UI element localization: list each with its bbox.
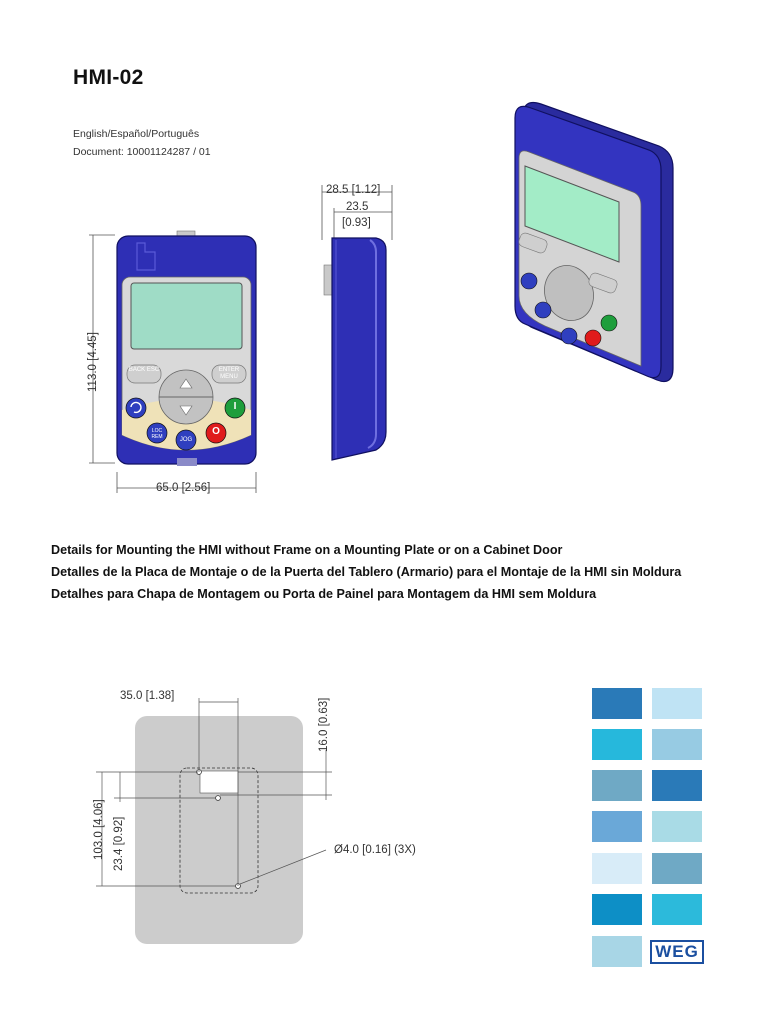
loc-rem-label: LOC REM: [151, 428, 163, 440]
hole-spacing-dimension: 35.0 [1.38]: [120, 690, 175, 702]
enter-menu-key[interactable]: [211, 364, 247, 384]
hmi-front-view: [89, 230, 257, 493]
heading-english: Details for Mounting the HMI without Fra…: [51, 543, 563, 557]
arrow-down-icon[interactable]: [179, 405, 193, 416]
loc-rem-key[interactable]: [146, 422, 168, 444]
document-number: Document: 10001124287 / 01: [73, 146, 211, 158]
hole-vertical-spacing-dimension: 103.0 [4.06]: [93, 799, 105, 860]
hole-diameter-callout: Ø4.0 [0.16] (3X): [334, 844, 416, 856]
color-swatch: [652, 688, 702, 719]
hole-offset-dimension: 23.4 [0.92]: [113, 816, 125, 871]
total-depth-dimension: 28.5 [1.12]: [326, 184, 381, 196]
back-esc-key[interactable]: [126, 364, 162, 384]
heading-portuguese: Detalhes para Chapa de Montagem ou Porta…: [51, 587, 597, 601]
weg-logo: WEG: [650, 936, 704, 967]
jog-label: JOG: [179, 437, 193, 443]
hmi-isometric-view: [514, 101, 674, 383]
color-swatch: [652, 894, 702, 925]
color-swatch: [592, 688, 642, 719]
body-depth-value: 23.5: [346, 201, 369, 213]
heading-spanish: Detalles de la Placa de Montaje o de la …: [51, 565, 682, 579]
cutout-offset-dimension: 16.0 [0.63]: [318, 697, 330, 752]
mounting-hole: [215, 795, 221, 801]
height-dimension: 113.0 [4.45]: [87, 332, 99, 392]
arrow-up-icon[interactable]: [179, 378, 193, 389]
hmi-side-view: [321, 185, 393, 461]
start-key[interactable]: [224, 397, 246, 419]
stop-key-label: O: [212, 426, 220, 437]
rotation-key[interactable]: [125, 397, 147, 419]
color-swatch: [652, 729, 702, 760]
document-title: HMI-02: [73, 66, 144, 89]
jog-key[interactable]: [175, 429, 197, 451]
color-swatch: [592, 853, 642, 884]
color-swatch: [592, 894, 642, 925]
enter-menu-label: ENTER MENU: [218, 367, 240, 380]
color-swatch: [652, 811, 702, 842]
start-key-label: I: [233, 401, 237, 412]
mounting-plate-drawing: [96, 698, 332, 944]
color-swatch: [652, 853, 702, 884]
color-swatch: [652, 770, 702, 801]
body-depth-inch: [0.93]: [342, 217, 371, 229]
color-swatch: [592, 729, 642, 760]
color-swatch: [592, 770, 642, 801]
back-esc-label: BACK ESC: [128, 367, 160, 373]
color-swatch: [592, 936, 642, 967]
weg-logo-text: WEG: [650, 939, 704, 964]
languages-line: English/Español/Português: [73, 128, 200, 140]
width-dimension: 65.0 [2.56]: [156, 482, 211, 494]
color-swatch: [592, 811, 642, 842]
stop-key[interactable]: [205, 422, 227, 444]
